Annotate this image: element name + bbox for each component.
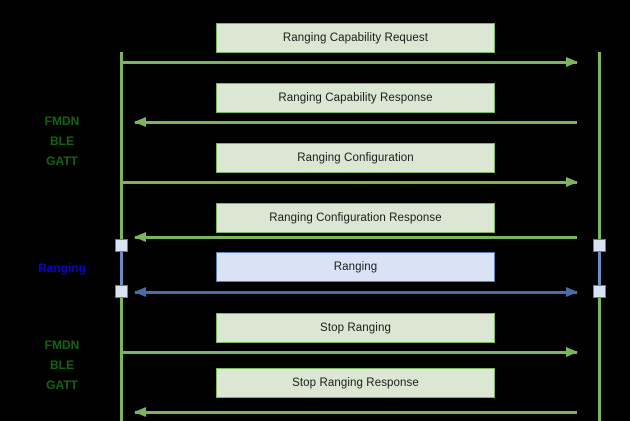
phase-label-line: BLE <box>50 358 74 372</box>
message-label-stop-ranging: Stop Ranging <box>216 313 495 343</box>
arrowhead-left-icon <box>134 117 146 127</box>
phase-label-line: BLE <box>50 134 74 148</box>
arrowhead-left-icon <box>134 407 146 417</box>
arrow-shaft <box>122 181 577 184</box>
message-arrow-stop-ranging <box>122 347 578 357</box>
arrowhead-right-icon <box>566 57 578 67</box>
arrowhead-right-icon <box>566 177 578 187</box>
message-label-ranging-capability-request: Ranging Capability Request <box>216 23 495 53</box>
activation-box-left-start <box>115 239 128 252</box>
phase-label-line: GATT <box>46 154 78 168</box>
activation-box-left-end <box>115 285 128 298</box>
message-label-ranging-configuration-response: Ranging Configuration Response <box>216 203 495 233</box>
phase-label-line: FMDN <box>44 338 80 352</box>
phase-label-fmdn-ble-gatt-top: FMDN BLE GATT <box>20 111 104 171</box>
phase-label-ranging: Ranging <box>20 258 104 278</box>
arrow-shaft <box>135 411 577 414</box>
arrow-shaft <box>122 61 577 64</box>
message-arrow-ranging-configuration-response <box>134 232 577 242</box>
activation-bar-left <box>120 245 123 292</box>
activation-box-right-start <box>593 239 606 252</box>
message-arrow-ranging-capability-response <box>134 117 577 127</box>
arrow-shaft <box>135 121 577 124</box>
message-label-ranging-capability-response: Ranging Capability Response <box>216 83 495 113</box>
arrowhead-right-icon <box>566 347 578 357</box>
message-arrow-stop-ranging-response <box>134 407 577 417</box>
message-arrow-ranging-capability-request <box>122 57 578 67</box>
phase-label-line: FMDN <box>44 114 80 128</box>
arrowhead-left-icon <box>134 232 146 242</box>
message-arrow-ranging-right <box>135 287 578 297</box>
lifeline-right <box>598 52 601 421</box>
message-label-ranging: Ranging <box>216 252 495 282</box>
activation-box-right-end <box>593 285 606 298</box>
arrow-shaft <box>135 236 577 239</box>
arrowhead-right-icon <box>566 287 578 297</box>
phase-label-line: Ranging <box>38 261 86 275</box>
lifeline-left <box>120 52 123 421</box>
arrow-shaft <box>122 351 577 354</box>
activation-bar-right <box>598 245 601 292</box>
message-label-ranging-configuration: Ranging Configuration <box>216 143 495 173</box>
phase-label-line: GATT <box>46 378 78 392</box>
message-label-stop-ranging-response: Stop Ranging Response <box>216 368 495 398</box>
phase-label-fmdn-ble-gatt-bottom: FMDN BLE GATT <box>20 335 104 395</box>
message-arrow-ranging-configuration <box>122 177 578 187</box>
arrow-shaft <box>135 291 577 294</box>
